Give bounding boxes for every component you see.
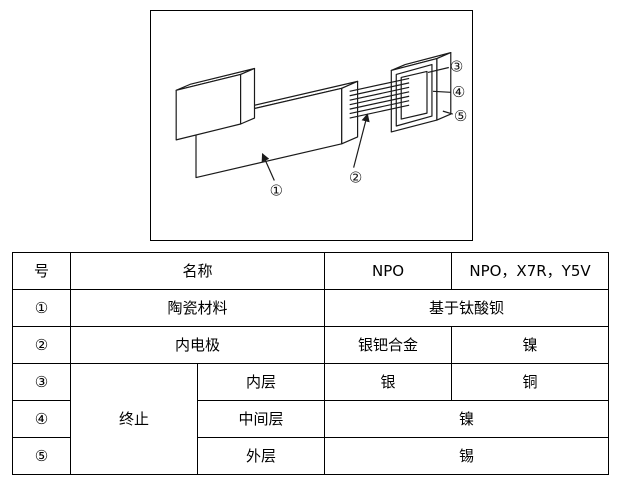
header-npo: NPO xyxy=(324,252,453,290)
right-termination-layers xyxy=(390,52,452,133)
row1-name: 陶瓷材料 xyxy=(69,289,326,327)
table-row-termination-outer: ⑤ 外层 锡 xyxy=(12,437,610,475)
row5-value: 锡 xyxy=(324,437,610,475)
callout-1-label: ① xyxy=(270,181,283,199)
row5-no: ⑤ xyxy=(12,437,71,475)
callout-2-arrow xyxy=(353,113,370,168)
row1-no: ① xyxy=(12,289,71,327)
callout-2-label: ② xyxy=(349,169,362,187)
termination-group-cell: 终止 xyxy=(70,363,198,475)
callout-4-label: ④ xyxy=(452,83,465,101)
left-termination-cap xyxy=(175,67,256,141)
callout-3-label: ③ xyxy=(450,57,463,75)
header-npo-x7r-y5v: NPO，X7R，Y5V xyxy=(451,252,610,290)
table-row-termination-inner: ③ 终止 内层 银 铜 xyxy=(12,363,610,475)
row2-npo-value: 银钯合金 xyxy=(324,326,453,364)
callout-5-label: ⑤ xyxy=(454,107,467,125)
table-row-electrode: ② 内电极 银钯合金 镍 xyxy=(12,326,610,364)
figure-frame: ① ② ③ ④ ⑤ xyxy=(150,10,473,241)
callout-5-leader xyxy=(442,110,453,115)
row2-no: ② xyxy=(12,326,71,364)
table-row-termination-middle: ④ 中间层 镍 xyxy=(12,400,610,438)
mlcc-structure-diagram: ① ② ③ ④ ⑤ xyxy=(175,52,467,199)
row1-value: 基于钛酸钡 xyxy=(324,289,610,327)
row2-name: 内电极 xyxy=(69,326,326,364)
row4-layer: 中间层 xyxy=(196,400,326,438)
header-no: 号 xyxy=(12,252,71,290)
termination-inner-layer-outline xyxy=(400,70,428,120)
row3-no: ③ xyxy=(12,363,71,401)
header-row: 号 名称 NPO NPO，X7R，Y5V xyxy=(12,252,610,290)
row3-npo-value: 银 xyxy=(324,363,453,401)
table-row-ceramic: ① 陶瓷材料 基于钛酸钡 xyxy=(12,289,610,327)
header-name: 名称 xyxy=(69,252,326,290)
callout-1-arrow xyxy=(261,152,275,181)
row4-no: ④ xyxy=(12,400,71,438)
row3-layer: 内层 xyxy=(196,363,326,401)
row3-other-value: 铜 xyxy=(451,363,610,401)
row4-value: 镍 xyxy=(324,400,610,438)
row5-layer: 外层 xyxy=(196,437,326,475)
inner-electrodes xyxy=(349,77,410,119)
callout-4-leader xyxy=(432,90,451,93)
termination-middle-layer-outline xyxy=(395,63,433,127)
spec-table: 号 名称 NPO NPO，X7R，Y5V ① 陶瓷材料 基于钛酸钡 ② 内电极 … xyxy=(12,252,610,475)
row2-other-value: 镍 xyxy=(451,326,610,364)
callout-3-leader xyxy=(427,66,449,74)
